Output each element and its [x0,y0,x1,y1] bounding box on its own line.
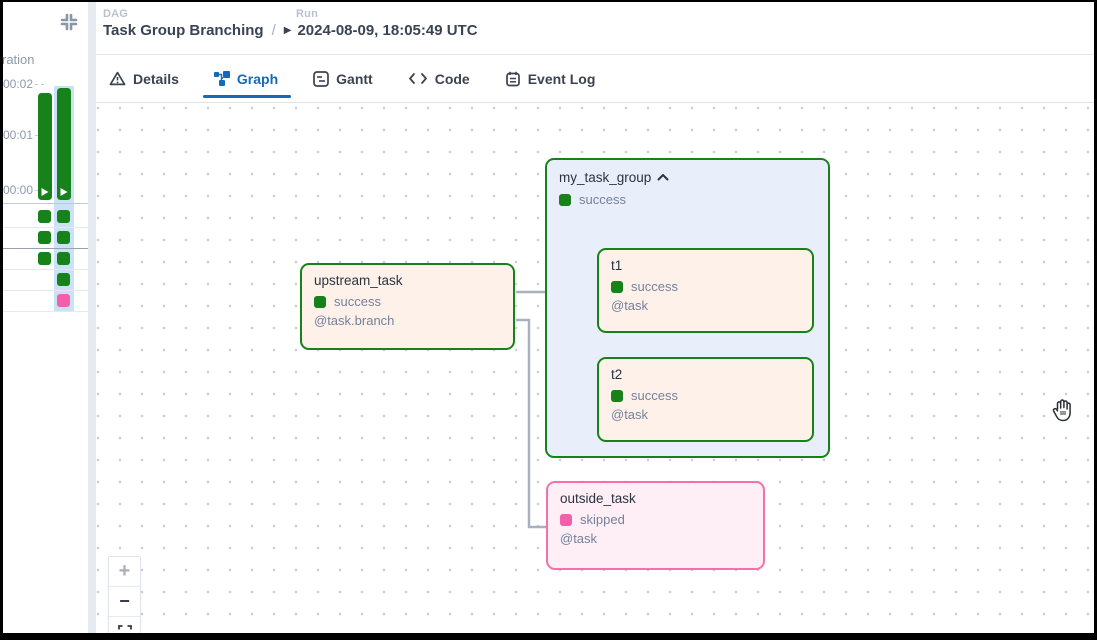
run-play-icon [41,188,49,196]
task-instance-square-success[interactable] [38,210,51,223]
status-text: success [579,192,626,207]
sidebar-resize-gutter[interactable] [88,0,96,640]
task-instance-square-success[interactable] [38,231,51,244]
collapse-sidebar-icon[interactable] [58,11,80,33]
tab-label: Event Log [527,70,596,87]
operator-label: @task [560,531,598,546]
dag-title[interactable]: Task Group Branching [103,22,264,39]
event-log-icon [505,71,521,87]
axis-tick-0001: 00:01 [2,128,33,142]
tab-event-log[interactable]: Event Log [503,55,598,102]
status-square-success [611,389,623,402]
tab-details[interactable]: Details [107,55,181,102]
status-text: skipped [580,512,625,527]
task-instance-square-success[interactable] [57,231,70,244]
breadcrumb-header: DAG Run Task Group Branching / ▶ 2024-08… [96,0,1097,55]
run-play-icon [60,188,68,196]
operator-label: @task.branch [314,313,395,328]
status-text: success [631,388,678,403]
task-node-t2[interactable]: t2 success @task [597,357,814,442]
grid-row-line [0,227,88,228]
tab-gantt[interactable]: Gantt [311,55,375,102]
task-title: outside_task [560,491,636,506]
task-instance-square-success[interactable] [57,273,70,286]
task-title: t2 [611,367,623,382]
task-node-outside-task[interactable]: outside_task skipped @task [546,481,765,570]
task-node-upstream-task[interactable]: upstream_task success @task.branch [300,263,515,350]
tab-label: Code [434,70,470,87]
axis-tick-0000: 00:00 [2,183,33,197]
gridline-dash [35,84,44,85]
grid-row-line [0,269,88,270]
task-node-t1[interactable]: t1 success @task [597,248,814,333]
task-title: upstream_task [314,273,403,288]
main-panel: DAG Run Task Group Branching / ▶ 2024-08… [96,0,1097,640]
group-title: my_task_group [559,169,652,185]
status-text: success [631,279,678,294]
status-text: success [334,294,381,309]
run-label: Run [296,8,318,20]
task-instance-square-success[interactable] [57,252,70,265]
graph-icon [213,70,230,87]
chevron-up-icon[interactable] [657,168,669,186]
axis-tick-0002: 00:02 [2,77,33,91]
task-instance-square-skipped[interactable] [57,294,70,307]
zoom-out-button[interactable]: − [109,587,140,617]
grid-row-line [0,311,88,312]
code-icon [408,72,428,85]
operator-label: @task [611,298,649,313]
run-selector[interactable]: 2024-08-09, 18:05:49 UTC [297,22,478,39]
zoom-in-button[interactable]: + [109,557,140,587]
run-duration-bar[interactable] [38,93,52,200]
tab-label: Details [133,70,179,87]
dag-label: DAG [103,8,129,20]
runs-duration-sidebar: ration 00:02 00:01 00:00 [0,0,88,640]
task-title: t1 [611,258,623,273]
view-tabbar: Details Graph Gantt Code Event Log [96,55,1097,103]
grab-hand-cursor [1050,397,1074,428]
grid-row-line [0,290,88,291]
canvas-zoom-controls: + − [108,556,141,640]
task-instance-square-success[interactable] [38,252,51,265]
tab-label: Graph [236,70,279,87]
run-duration-bar-selected[interactable] [57,88,71,200]
status-square-success [314,295,326,308]
status-square-success [559,193,571,206]
grid-divider [0,203,88,204]
status-square-skipped [560,513,572,526]
task-instance-square-success[interactable] [57,210,70,223]
status-square-success [611,280,623,293]
tab-label: Gantt [336,70,373,87]
breadcrumb-separator: / [271,22,276,39]
run-play-icon: ▶ [283,25,292,36]
task-instance-grid [38,204,78,314]
duration-axis-label: ration [2,52,35,67]
tab-code[interactable]: Code [406,55,472,102]
dag-graph-canvas[interactable]: my_task_group success upstream_task succ… [96,103,1097,640]
operator-label: @task [611,407,649,422]
fit-screen-button[interactable] [109,617,140,640]
grid-row-line [0,248,88,249]
gantt-icon [313,70,330,87]
warning-icon [109,71,126,86]
tab-graph[interactable]: Graph [202,55,292,102]
